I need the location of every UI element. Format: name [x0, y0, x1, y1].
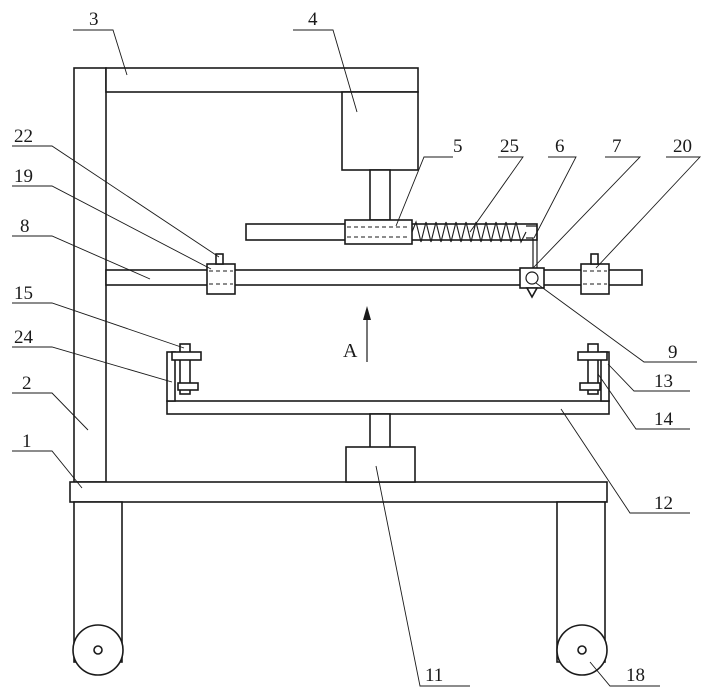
- right-slider-block: [581, 264, 609, 294]
- label-19: 19: [14, 166, 33, 187]
- label-2: 2: [22, 373, 32, 394]
- label-6: 6: [555, 136, 565, 157]
- label-15: 15: [14, 283, 33, 304]
- label-9: 9: [668, 342, 678, 363]
- direction-arrow: [363, 306, 371, 362]
- label-18: 18: [626, 665, 645, 686]
- lift-column: [370, 414, 390, 448]
- label-24: 24: [14, 327, 34, 348]
- label-4: 4: [308, 9, 318, 30]
- label-12: 12: [654, 493, 673, 514]
- label-8: 8: [20, 216, 30, 237]
- label-25: 25: [500, 136, 519, 157]
- lift-cylinder: [346, 447, 415, 482]
- worktable: [167, 401, 609, 414]
- label-7: 7: [612, 136, 622, 157]
- direction-arrow-label: A: [343, 340, 358, 362]
- guide-rail: [106, 270, 642, 285]
- top-beam: [106, 68, 418, 92]
- right-clamp-top-plate: [578, 352, 607, 360]
- left-slider-block: [207, 264, 235, 294]
- sleeve-block: [345, 220, 412, 244]
- base-plate: [70, 482, 607, 502]
- label-14: 14: [654, 409, 674, 430]
- right-locking-screw: [591, 254, 598, 264]
- label-5: 5: [453, 136, 463, 157]
- motor: [342, 92, 418, 170]
- label-20: 20: [673, 136, 692, 157]
- left-clamp-top-plate: [172, 352, 201, 360]
- motor-shaft: [370, 170, 390, 220]
- label-3: 3: [89, 9, 99, 30]
- right-wheel: [557, 625, 607, 675]
- link-rod-inner: [526, 238, 533, 268]
- right-clamp-bottom-plate: [580, 383, 600, 390]
- cutter-tip: [527, 288, 537, 297]
- label-11: 11: [425, 665, 443, 686]
- label-1: 1: [22, 431, 32, 452]
- label-22: 22: [14, 126, 33, 147]
- cutter-block: [520, 268, 544, 288]
- label-13: 13: [654, 371, 673, 392]
- left-wheel: [73, 625, 123, 675]
- left-clamp-bottom-plate: [178, 383, 198, 390]
